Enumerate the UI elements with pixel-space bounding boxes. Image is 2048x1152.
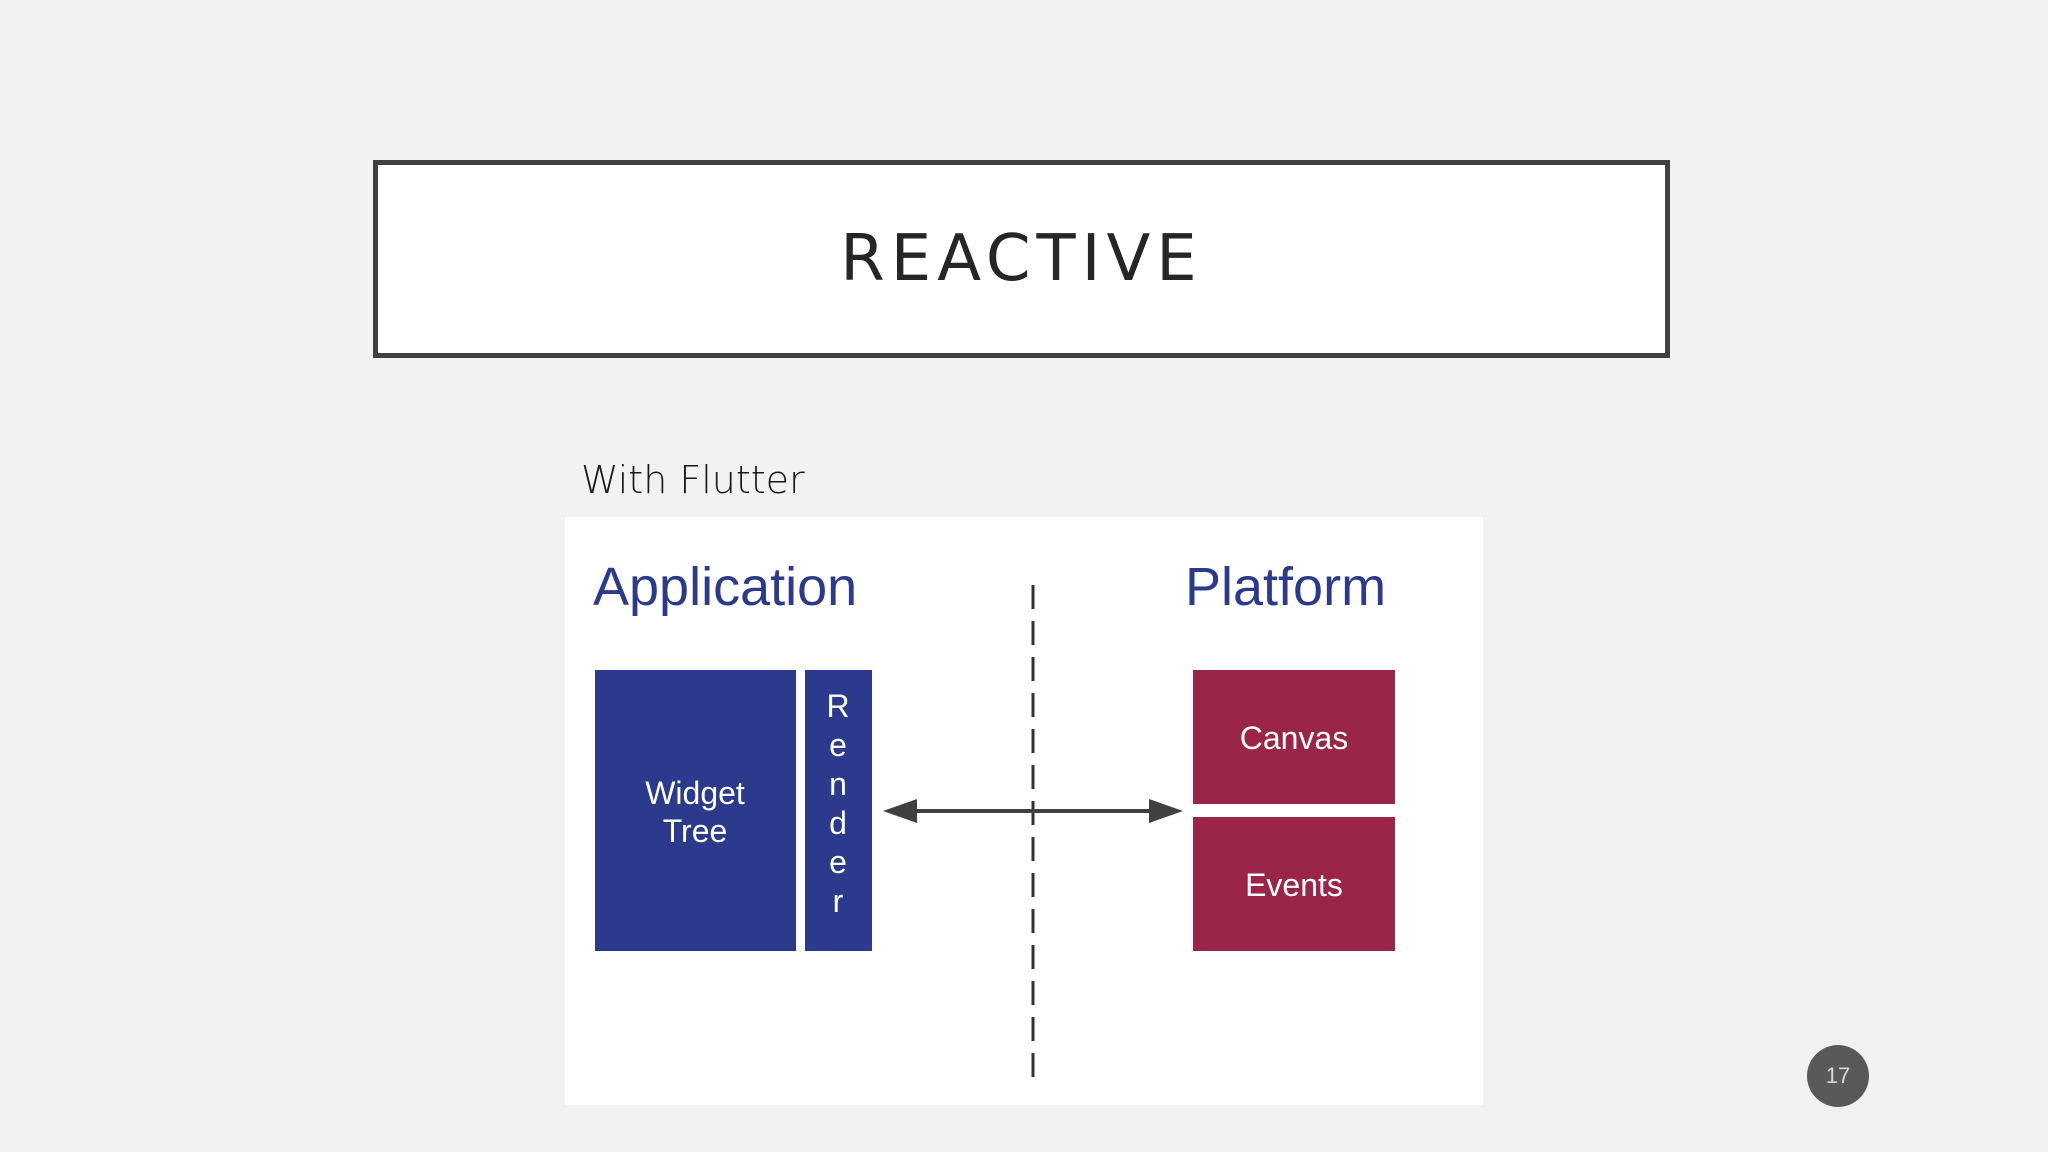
render-letter: n [829,766,847,802]
platform-heading: Platform [1185,557,1386,617]
widget-tree-label-line2: Tree [663,813,728,849]
events-label: Events [1245,867,1343,903]
canvas-block [1193,670,1395,804]
arrow-head-left-icon [883,799,917,823]
widget-tree-block [595,670,796,951]
page-number-badge: 17 [1807,1045,1869,1107]
diagram-svg: Application Platform Widget Tree Render … [593,557,1395,1082]
arrow-head-right-icon [1149,799,1183,823]
slide-title: REACTIVE [840,222,1203,296]
widget-tree-label-line1: Widget [645,775,745,811]
title-box: REACTIVE [373,160,1670,358]
render-letter: e [829,844,847,880]
application-heading: Application [593,557,857,617]
render-letter: r [833,883,844,919]
render-letter: d [829,805,847,841]
events-block [1193,817,1395,951]
render-block [805,670,872,951]
canvas-label: Canvas [1240,720,1349,756]
render-letter: R [826,688,849,724]
render-letter: e [829,727,847,763]
slide-subtitle: With Flutter [581,458,805,502]
